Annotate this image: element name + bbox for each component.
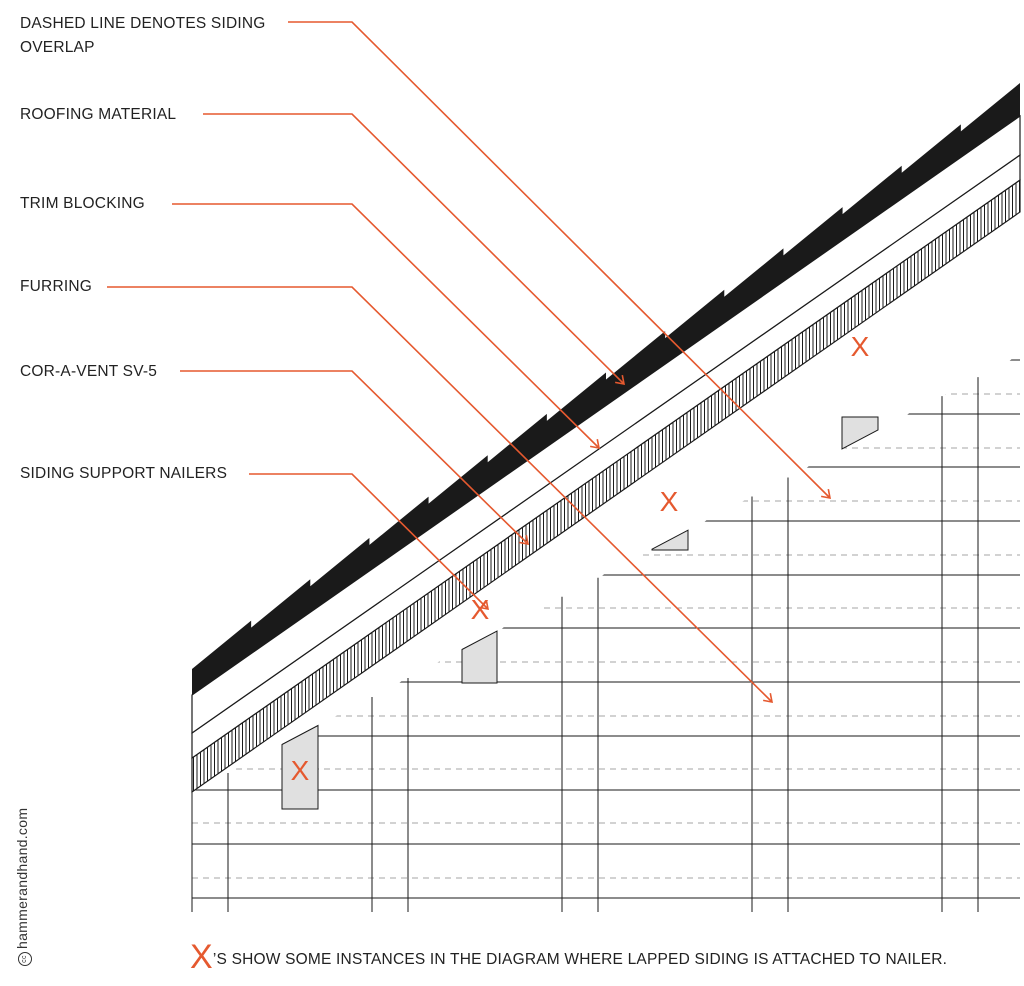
callout-labels: DASHED LINE DENOTES SIDING OVERLAP ROOFI… bbox=[20, 15, 266, 482]
siding-support-nailer bbox=[841, 416, 879, 450]
label-roofing-material: ROOFING MATERIAL bbox=[20, 106, 176, 123]
leader-arrowhead bbox=[479, 600, 490, 610]
nailer-markers: X X X X bbox=[291, 331, 870, 786]
leader-line bbox=[180, 370, 529, 545]
label-siding-overlap-line2: OVERLAP bbox=[20, 39, 95, 56]
wall-studs bbox=[191, 377, 979, 912]
roof-assembly bbox=[191, 83, 1021, 794]
leader-arrowhead bbox=[590, 439, 601, 449]
credit-site: hammerandhand.com bbox=[14, 807, 30, 949]
leader-line bbox=[203, 113, 625, 385]
leader-arrowhead bbox=[821, 489, 832, 499]
callout-leaders bbox=[107, 21, 832, 703]
x-marker: X bbox=[291, 755, 310, 786]
caption-x-marker: X bbox=[190, 938, 213, 976]
siding-support-nailer bbox=[281, 724, 319, 810]
label-furring: FURRING bbox=[20, 278, 92, 295]
siding-support-nailers bbox=[281, 416, 879, 810]
x-marker: X bbox=[851, 331, 870, 362]
leader-arrowhead bbox=[615, 375, 626, 385]
x-marker: X bbox=[660, 486, 679, 517]
cor-a-vent-strip bbox=[191, 178, 1021, 794]
label-siding-nailers: SIDING SUPPORT NAILERS bbox=[20, 465, 227, 482]
siding-support-nailer bbox=[651, 529, 689, 551]
cc-license-icon: cc bbox=[18, 952, 32, 966]
leader-arrowhead bbox=[763, 693, 774, 703]
furring bbox=[191, 153, 1021, 760]
x-marker: X bbox=[471, 594, 490, 625]
caption: X’S SHOW SOME INSTANCES IN THE DIAGRAM W… bbox=[190, 940, 947, 974]
trim-blocking bbox=[191, 114, 1021, 735]
siding-support-nailer bbox=[461, 630, 498, 684]
leader-line bbox=[172, 203, 600, 449]
label-siding-overlap: DASHED LINE DENOTES SIDING bbox=[20, 15, 266, 32]
leader-arrowhead bbox=[518, 535, 530, 545]
leader-line bbox=[249, 473, 489, 610]
credit: cc hammerandhand.com bbox=[14, 808, 32, 966]
leader-line bbox=[288, 21, 831, 499]
label-trim-blocking: TRIM BLOCKING bbox=[20, 195, 145, 212]
label-cor-a-vent: COR-A-VENT SV-5 bbox=[20, 363, 157, 380]
leader-line bbox=[107, 286, 773, 703]
roofing-material bbox=[192, 83, 1020, 695]
caption-text: ’S SHOW SOME INSTANCES IN THE DIAGRAM WH… bbox=[212, 951, 948, 968]
